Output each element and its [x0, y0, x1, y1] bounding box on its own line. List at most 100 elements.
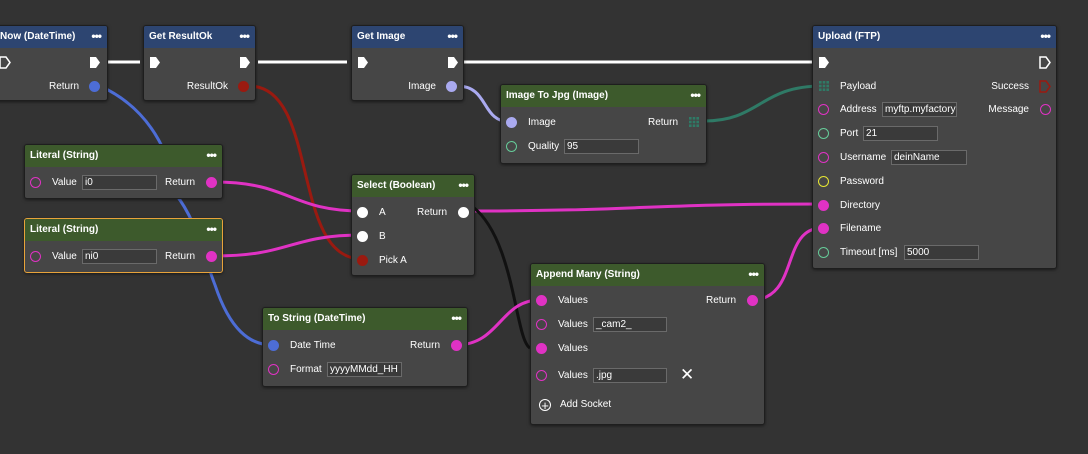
wire-tostring-to-append [455, 298, 541, 347]
node-get-image[interactable]: Get Image••• Image [351, 25, 464, 101]
node-header[interactable]: To String (DateTime) ••• [263, 308, 467, 330]
node-upload-ftp[interactable]: Upload (FTP)••• Payload Success Address … [812, 25, 1057, 269]
node-menu-button[interactable]: ••• [451, 311, 462, 325]
add-socket-icon[interactable]: + [539, 399, 551, 412]
node-header[interactable]: Append Many (String)••• [531, 264, 764, 286]
node-title: Literal (String) [30, 150, 99, 161]
format-in-socket[interactable] [268, 364, 279, 375]
node-literal-string-1[interactable]: Literal (String)••• Value i0 Return [24, 144, 223, 199]
datetime-out-socket[interactable] [89, 81, 100, 92]
b-in-socket[interactable] [357, 231, 368, 242]
values-field[interactable]: .jpg [593, 368, 667, 383]
timeout-in-socket[interactable] [818, 247, 829, 258]
wire-literal1-to-select-a [214, 180, 363, 213]
node-menu-button[interactable]: ••• [447, 29, 458, 43]
b-label: B [379, 231, 386, 242]
jpg-out-socket[interactable] [689, 117, 699, 127]
payload-in-socket[interactable] [819, 81, 829, 91]
node-header[interactable]: Image To Jpg (Image)••• [501, 85, 706, 107]
wire-jpg-to-payload [703, 84, 823, 123]
node-menu-button[interactable]: ••• [690, 88, 701, 102]
success-out-socket[interactable] [1039, 80, 1051, 93]
datetime-in-socket[interactable] [268, 340, 279, 351]
string-out-socket[interactable] [747, 295, 758, 306]
node-menu-button[interactable]: ••• [239, 29, 250, 43]
values-in-socket-2[interactable] [536, 319, 547, 330]
remove-socket-button[interactable]: ✕ [680, 365, 695, 384]
quality-field[interactable]: 95 [564, 139, 639, 154]
timeout-field[interactable]: 5000 [904, 245, 979, 260]
node-menu-button[interactable]: ••• [748, 267, 759, 281]
node-header[interactable]: Literal (String) ••• [25, 145, 222, 167]
node-menu-button[interactable]: ••• [206, 148, 217, 162]
values-in-socket-4[interactable] [536, 370, 547, 381]
node-title: To String (DateTime) [268, 313, 366, 324]
filename-in-socket[interactable] [818, 223, 829, 234]
address-in-socket[interactable] [818, 104, 829, 115]
pick-a-in-socket[interactable] [357, 255, 368, 266]
port-field[interactable]: 21 [863, 126, 938, 141]
node-get-resultok[interactable]: Get ResultOk••• ResultOk [143, 25, 256, 101]
node-menu-button[interactable]: ••• [1040, 29, 1051, 43]
add-socket-button[interactable]: Add Socket [560, 399, 612, 410]
value-in-socket[interactable] [30, 177, 41, 188]
exec-in-socket[interactable] [0, 56, 11, 69]
node-image-to-jpg[interactable]: Image To Jpg (Image)••• Image Return Qua… [500, 84, 707, 164]
values-label: Values [558, 343, 588, 354]
exec-out-socket[interactable] [89, 56, 101, 69]
exec-in-socket[interactable] [149, 56, 161, 69]
string-out-socket[interactable] [206, 177, 217, 188]
directory-in-socket[interactable] [818, 200, 829, 211]
node-now-datetime[interactable]: Now (DateTime)••• Return [0, 25, 108, 101]
port-in-socket[interactable] [818, 128, 829, 139]
values-field[interactable]: _cam2_ [593, 317, 667, 332]
image-in-socket[interactable] [506, 117, 517, 128]
username-label: Username [840, 152, 887, 163]
port-label: Port [840, 128, 859, 139]
node-header[interactable]: Get ResultOk••• [144, 26, 255, 48]
node-header[interactable]: Upload (FTP)••• [813, 26, 1056, 48]
value-field[interactable]: i0 [82, 175, 157, 190]
quality-in-socket[interactable] [506, 141, 517, 152]
a-label: A [379, 207, 386, 218]
node-header[interactable]: Get Image••• [352, 26, 463, 48]
node-select-boolean[interactable]: Select (Boolean)••• A Return B Pick A [351, 174, 475, 276]
return-label: Return [647, 117, 678, 128]
node-menu-button[interactable]: ••• [206, 222, 217, 236]
resultok-label: ResultOk [186, 81, 228, 92]
exec-out-socket[interactable] [447, 56, 459, 69]
values-in-socket-3[interactable] [536, 343, 547, 354]
resultok-out-socket[interactable] [238, 81, 249, 92]
values-in-socket-1[interactable] [536, 295, 547, 306]
node-literal-string-2[interactable]: Literal (String)••• Value ni0 Return [24, 218, 223, 273]
string-out-socket[interactable] [206, 251, 217, 262]
string-out-socket[interactable] [451, 340, 462, 351]
values-label: Values [558, 319, 588, 330]
value-field[interactable]: ni0 [82, 249, 157, 264]
password-in-socket[interactable] [818, 176, 829, 187]
node-append-many-string[interactable]: Append Many (String)••• Values Return Va… [530, 263, 765, 425]
image-input-label: Image [528, 117, 556, 128]
node-menu-button[interactable]: ••• [458, 178, 469, 192]
exec-out-socket[interactable] [239, 56, 251, 69]
node-menu-button[interactable]: ••• [91, 29, 102, 43]
format-label: Format [290, 364, 322, 375]
exec-in-socket[interactable] [818, 56, 830, 69]
node-header[interactable]: Now (DateTime)••• [0, 26, 107, 48]
username-in-socket[interactable] [818, 152, 829, 163]
exec-out-socket[interactable] [1039, 56, 1051, 69]
message-out-socket[interactable] [1040, 104, 1051, 115]
username-field[interactable]: deinName [891, 150, 967, 165]
node-to-string-datetime[interactable]: To String (DateTime)••• Date Time Return… [262, 307, 468, 387]
address-field[interactable]: myftp.myfactory [882, 102, 957, 117]
node-header[interactable]: Literal (String) ••• [25, 219, 222, 241]
value-in-socket[interactable] [30, 251, 41, 262]
exec-in-socket[interactable] [357, 56, 369, 69]
a-in-socket[interactable] [357, 207, 368, 218]
return-label: Return [705, 295, 736, 306]
node-header[interactable]: Select (Boolean)••• [352, 175, 474, 197]
image-out-socket[interactable] [446, 81, 457, 92]
format-field[interactable]: yyyyMMdd_HH [327, 362, 402, 377]
boolean-out-socket[interactable] [458, 207, 469, 218]
node-title: Literal (String) [30, 224, 99, 235]
